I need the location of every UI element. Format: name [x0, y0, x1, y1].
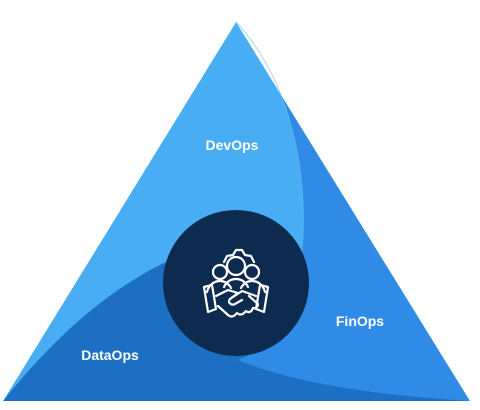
segment-divider-curve	[235, 21, 304, 266]
dataops-label: DataOps	[81, 347, 139, 363]
devops-label: DevOps	[206, 137, 259, 153]
handshake-team-gear-icon	[202, 248, 270, 318]
finops-label: FinOps	[336, 313, 384, 329]
center-circle	[163, 210, 309, 356]
